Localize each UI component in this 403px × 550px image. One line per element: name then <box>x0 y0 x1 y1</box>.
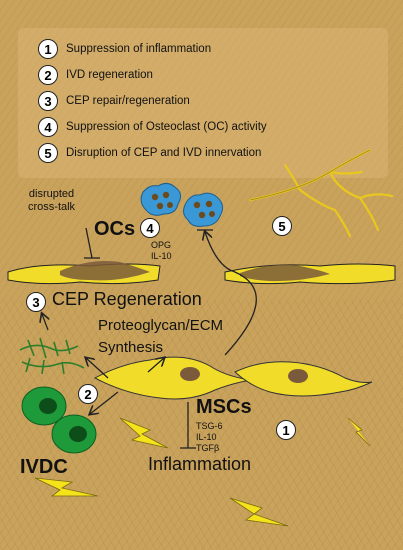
tgfb-label: TGFβ <box>196 443 220 453</box>
badge-1: 1 <box>276 420 296 440</box>
mscs-label: MSCs <box>196 396 252 418</box>
legend-text-3: CEP repair/regeneration <box>66 95 190 107</box>
legend-number-2: 2 <box>38 65 58 85</box>
legend-item-4: 4 Suppression of Osteoclast (OC) activit… <box>38 116 267 138</box>
arrows <box>42 227 257 449</box>
cep-cell-brown-left <box>60 261 150 281</box>
ivdc-label: IVDC <box>20 456 68 478</box>
legend-text-2: IVD regeneration <box>66 69 153 81</box>
synthesis-label: Synthesis <box>98 339 164 356</box>
cep-regeneration-label: CEP Regeneration <box>52 289 202 309</box>
inflammation-label: Inflammation <box>148 454 252 474</box>
legend-panel <box>18 28 388 178</box>
legend-item-1: 1 Suppression of inflammation <box>38 38 211 60</box>
disrupted-crosstalk-label: disrupted cross-talk <box>28 188 76 213</box>
legend-text-5: Disruption of CEP and IVD innervation <box>66 147 262 159</box>
lightning-bolts <box>34 417 371 527</box>
ivdc-cells <box>21 386 97 454</box>
il10-msc-label: IL-10 <box>196 432 217 442</box>
legend-number-4: 4 <box>38 117 58 137</box>
badge-5: 5 <box>272 216 292 236</box>
cep-cell-brown-right <box>240 264 330 282</box>
osteoclast-left <box>140 182 182 216</box>
proteoglycan-label: Proteoglycan/ECM <box>98 317 224 334</box>
proteoglycan-strands <box>19 337 85 375</box>
badge-3: 3 <box>26 292 46 312</box>
legend-item-2: 2 IVD regeneration <box>38 64 153 86</box>
legend-number-3: 3 <box>38 91 58 111</box>
legend-number-5: 5 <box>38 143 58 163</box>
legend-text-4: Suppression of Osteoclast (OC) activity <box>66 121 267 133</box>
legend-item-3: 3 CEP repair/regeneration <box>38 90 190 112</box>
tsg6-label: TSG-6 <box>196 421 223 431</box>
ocs-label: OCs <box>94 218 136 240</box>
legend-text-1: Suppression of inflammation <box>66 43 212 55</box>
il10-oc-label: IL-10 <box>151 251 172 261</box>
legend-item-5: 5 Disruption of CEP and IVD innervation <box>38 142 261 164</box>
badge-4: 4 <box>140 218 160 238</box>
osteoclast-right <box>183 192 224 227</box>
opg-label: OPG <box>151 240 172 250</box>
msc-cells <box>93 356 373 400</box>
legend-number-1: 1 <box>38 39 58 59</box>
badge-2: 2 <box>78 384 98 404</box>
